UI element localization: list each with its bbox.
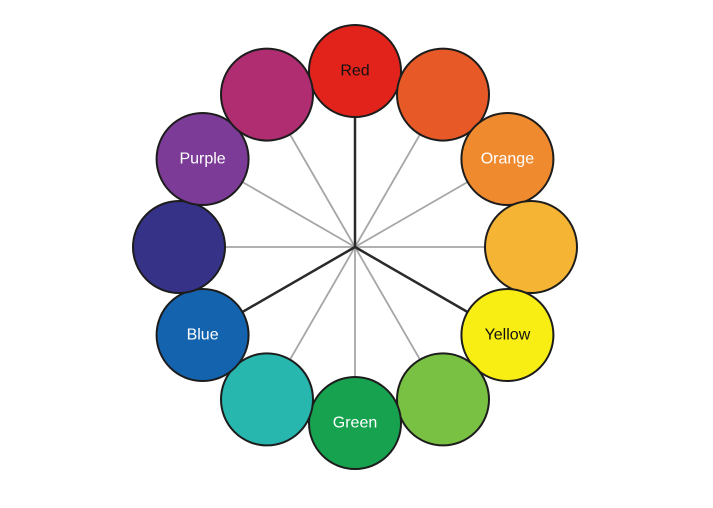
swatch-label-blue: Blue	[187, 327, 219, 344]
swatch-label-orange: Orange	[481, 151, 534, 168]
swatch-yellow	[460, 288, 555, 382]
swatch-label-yellow: Yellow	[485, 327, 531, 344]
swatch-red	[308, 24, 402, 118]
swatch-label-purple: Purple	[179, 151, 225, 168]
swatch-red-orange	[396, 47, 490, 142]
swatch-blue	[155, 288, 250, 382]
swatch-blue-purple	[132, 200, 226, 294]
swatch-orange	[460, 112, 555, 206]
swatch-label-green: Green	[333, 415, 377, 432]
swatch-blue-green	[220, 352, 314, 447]
swatch-purple	[155, 112, 250, 206]
swatch-red-purple	[220, 47, 314, 142]
swatch-label-red: Red	[340, 63, 369, 80]
swatch-yellow-orange	[484, 200, 578, 294]
swatch-yellow-green	[396, 352, 490, 447]
swatch-green	[308, 376, 402, 470]
